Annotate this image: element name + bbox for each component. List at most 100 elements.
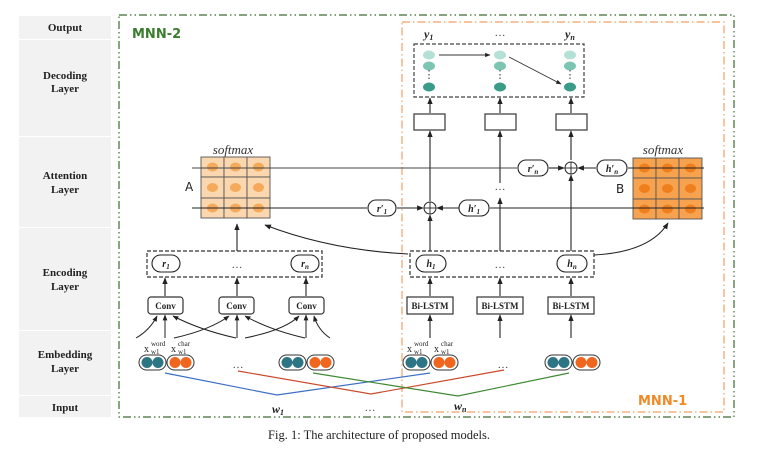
- arrow-h-to-matrix-b: [593, 222, 669, 256]
- rn-node: [290, 254, 320, 273]
- conv-box-2: [218, 296, 255, 315]
- layer-label-decoding-2: Layer: [51, 83, 79, 95]
- char-embedding-vector: [430, 354, 459, 371]
- svg-text:char: char: [441, 340, 454, 348]
- lstm-encoding-box: [409, 250, 595, 278]
- tag-column-n: ⋮: [564, 50, 576, 92]
- rn-prime-node: [517, 159, 549, 177]
- rn-prime-label: r′n: [528, 164, 539, 176]
- layer-band-encoding: [19, 228, 111, 330]
- conv-label-n: Conv: [296, 301, 317, 311]
- svg-text:⋮: ⋮: [424, 69, 435, 81]
- hn-prime-node: [596, 159, 628, 177]
- input-w1: w1: [272, 402, 284, 417]
- conv-label-2: Conv: [226, 301, 247, 311]
- layer-band-decoding: [19, 40, 111, 136]
- char-embedding-vector: [572, 354, 601, 371]
- matrix-b-weight-dot: [685, 184, 696, 193]
- matrix-b-weight-dot: [639, 204, 650, 214]
- embedding-ellipsis-left: …: [233, 359, 244, 371]
- softmax-b-label: softmax: [643, 142, 684, 157]
- layer-band-attention: [19, 137, 111, 227]
- bilstm-block: Bi-LSTM Bi-LSTM Bi-LSTM: [406, 277, 595, 338]
- lstm-ellipsis: …: [495, 259, 506, 271]
- r1-prime-label: r′1: [377, 204, 387, 216]
- bilstm-box-1: [406, 296, 454, 315]
- word-embedding-vector: [402, 354, 431, 371]
- matrix-a-weight-dot: [207, 183, 218, 192]
- softmax-a-label: softmax: [213, 142, 254, 157]
- embedding-label-right: x word w1 x char w1: [407, 340, 454, 356]
- x-word-label-right: x: [407, 344, 412, 355]
- attention-ellipsis: …: [495, 181, 506, 193]
- layer-label-attention-1: Attention: [43, 170, 88, 182]
- attention-matrix-a: [200, 156, 271, 219]
- matrix-a-weight-dot: [207, 162, 218, 172]
- layer-band-embedding: [19, 331, 111, 395]
- dense-box-1: [413, 113, 446, 131]
- cnn-ellipsis: …: [232, 259, 243, 271]
- input-line-w1: [164, 372, 431, 396]
- mnn2-frame: [118, 14, 735, 418]
- word-embedding-vector: [138, 354, 167, 371]
- bilstm-box-n: [547, 296, 595, 315]
- attention-matrix-b: [632, 157, 703, 220]
- dense-box-2: [484, 113, 517, 131]
- matrix-b-weight-dot: [662, 184, 673, 193]
- embedding-ellipsis-right: …: [498, 359, 509, 371]
- mnn1-frame: [401, 21, 725, 413]
- bilstm-box-2: [476, 296, 524, 315]
- r1-node: [151, 254, 181, 273]
- matrix-b-weight-dot: [639, 184, 650, 193]
- matrix-a-weight-dot: [230, 183, 241, 192]
- r1-label: r1: [162, 259, 169, 271]
- layer-label-input: Input: [52, 402, 79, 414]
- conv-label-1: Conv: [155, 301, 176, 311]
- matrix-a-label: A: [185, 180, 194, 194]
- x-word-label-left: x: [144, 344, 149, 355]
- output-ellipsis: …: [495, 27, 506, 39]
- matrix-b-weight-dot: [685, 204, 696, 214]
- h1-label: h1: [426, 259, 435, 271]
- layer-label-output: Output: [48, 22, 83, 34]
- input-ellipsis: …: [365, 402, 376, 414]
- layer-label-encoding-2: Layer: [51, 281, 79, 293]
- svg-text:w1: w1: [414, 348, 423, 356]
- svg-text:⋮: ⋮: [495, 69, 506, 81]
- mnn1-label: MNN-1: [638, 394, 687, 409]
- tag-column-1: ⋮: [423, 50, 435, 92]
- layer-label-decoding-1: Decoding: [43, 70, 88, 82]
- svg-text:char: char: [178, 340, 191, 348]
- hn-label: hn: [567, 259, 577, 271]
- transition-arrow-2: [508, 56, 562, 85]
- svg-text:w1: w1: [151, 348, 160, 356]
- layer-label-embedding-2: Layer: [51, 363, 79, 375]
- hn-node: [556, 254, 588, 273]
- input-line-wn: [312, 372, 570, 397]
- x-char-label-left: x: [171, 344, 176, 355]
- layer-label-encoding-1: Encoding: [43, 267, 88, 279]
- mnn2-label: MNN-2: [132, 27, 181, 42]
- bilstm-label-1: Bi-LSTM: [411, 301, 449, 311]
- char-embedding-vector: [306, 354, 335, 371]
- output-yn: yn: [563, 27, 575, 42]
- svg-text:word: word: [151, 340, 166, 348]
- matrix-b-label: B: [616, 182, 624, 196]
- h1-prime-label: h′1: [468, 204, 480, 216]
- layer-band-input: [19, 396, 111, 417]
- rn-label: rn: [301, 259, 309, 271]
- tag-column-2: ⋮: [494, 50, 506, 92]
- svg-text:w1: w1: [441, 348, 450, 356]
- hn-prime-label: h′n: [606, 164, 618, 176]
- decoding-box: [413, 43, 585, 98]
- layer-label-embedding-1: Embedding: [38, 349, 93, 361]
- x-char-label-right: x: [434, 344, 439, 355]
- cnn-encoding-box: [146, 250, 323, 278]
- svg-text:word: word: [414, 340, 429, 348]
- matrix-a-weight-dot: [253, 162, 264, 172]
- conv-box-1: [147, 296, 184, 315]
- h1-node: [415, 254, 447, 273]
- embedding-vectors: [138, 354, 601, 371]
- input-wn: wn: [454, 399, 467, 414]
